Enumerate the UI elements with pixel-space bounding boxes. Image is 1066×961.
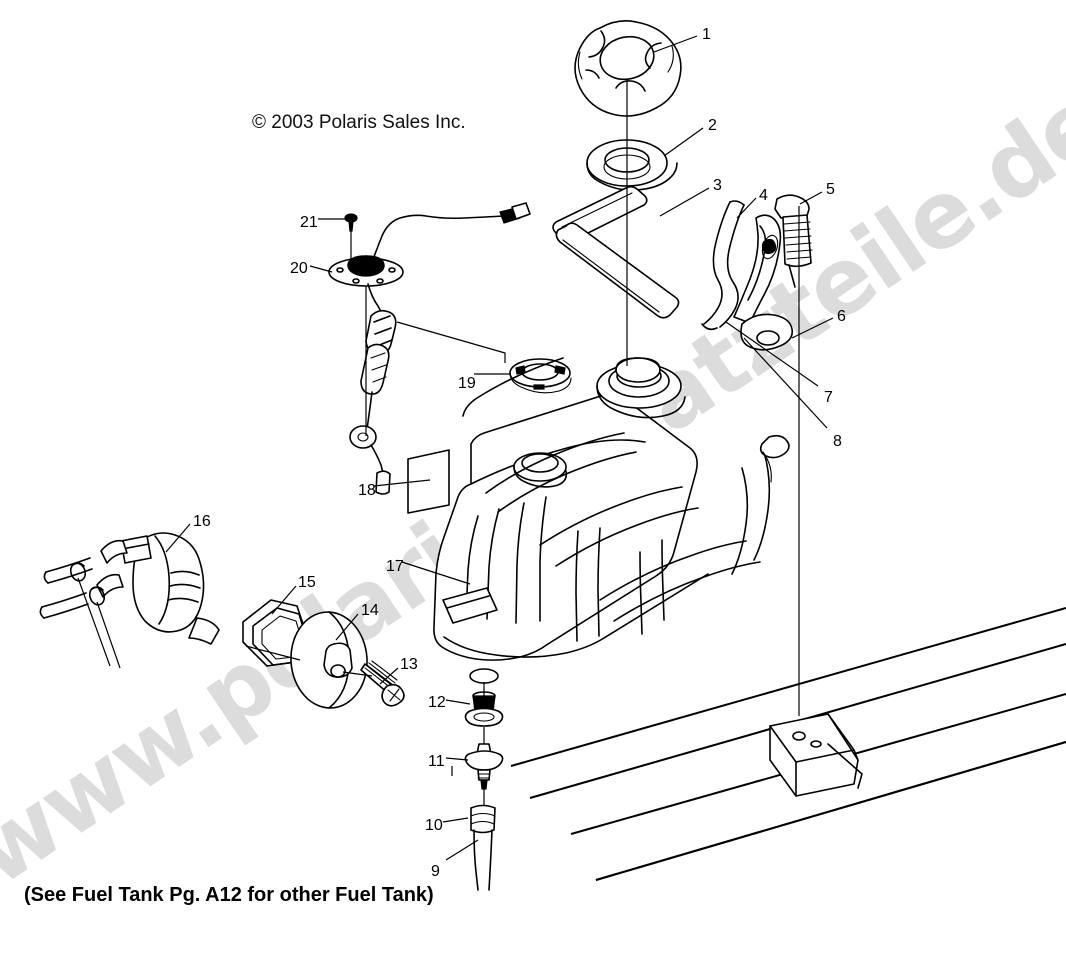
part-bolt bbox=[774, 194, 813, 288]
part-vent-hose bbox=[701, 200, 745, 331]
part-sender-pad bbox=[290, 611, 368, 709]
callout-bracket-tab: 6 bbox=[837, 308, 846, 325]
callout-fuel-sender: 20 bbox=[290, 260, 308, 277]
callout-fuel-tank: 17 bbox=[386, 558, 404, 575]
part-hose-clamp bbox=[470, 804, 496, 834]
part-fuel-line bbox=[473, 829, 493, 891]
part-frame-bracket bbox=[769, 713, 863, 797]
part-fuel-cap bbox=[574, 20, 682, 117]
callout-grommet: 12 bbox=[428, 694, 446, 711]
callout-hose-clamp: 10 bbox=[425, 817, 443, 834]
callout-decal: 18 bbox=[358, 482, 376, 499]
part-decal bbox=[407, 449, 450, 514]
callout-tank-strap-rear: 8 bbox=[833, 433, 842, 450]
part-fuel-sender bbox=[328, 202, 531, 495]
part-drain-fitting bbox=[464, 743, 504, 790]
callout-tank-strap: 3 bbox=[713, 177, 722, 194]
part-tank-strap bbox=[552, 185, 680, 319]
callout-fuel-pump: 16 bbox=[193, 513, 211, 530]
part-grommet bbox=[464, 691, 504, 727]
callout-sender-screw: 21 bbox=[300, 214, 318, 231]
part-screw bbox=[360, 660, 405, 707]
copyright-notice: © 2003 Polaris Sales Inc. bbox=[252, 112, 466, 133]
callout-sender-pad: 14 bbox=[361, 602, 379, 619]
callout-mount-bracket: 7 bbox=[824, 389, 833, 406]
leader-lines bbox=[165, 35, 834, 861]
callout-drain-fitting: 11 bbox=[428, 753, 445, 770]
callout-screw: 13 bbox=[400, 656, 418, 673]
callout-fuel-line: 9 bbox=[431, 863, 440, 880]
diagram-caption: (See Fuel Tank Pg. A12 for other Fuel Ta… bbox=[24, 884, 434, 906]
callout-lock-nut: 15 bbox=[298, 574, 316, 591]
callout-retainer-ring: 19 bbox=[458, 375, 476, 392]
callout-cap-gasket-ring: 2 bbox=[708, 117, 717, 134]
part-fuel-tank bbox=[433, 357, 790, 684]
part-cap-gasket bbox=[586, 139, 678, 191]
part-retainer-ring bbox=[509, 358, 572, 394]
callout-bolt: 5 bbox=[826, 181, 835, 198]
callout-fuel-cap: 1 bbox=[702, 26, 711, 43]
part-fuel-pump bbox=[96, 532, 220, 645]
callout-vent-hose: 4 bbox=[759, 187, 768, 204]
part-fuel-hoses bbox=[39, 557, 121, 669]
